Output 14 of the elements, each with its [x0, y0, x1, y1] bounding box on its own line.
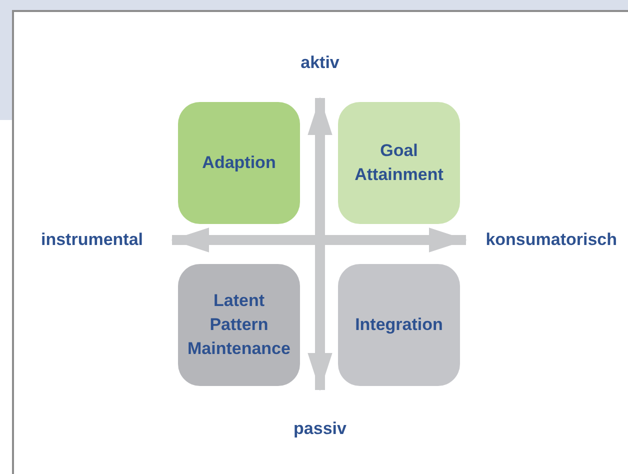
box-title: Integration	[355, 314, 443, 336]
axis-label: instrumental	[41, 229, 144, 251]
box-title: Adaption	[202, 152, 276, 174]
quadrant-box	[338, 264, 460, 386]
quadrant-box	[178, 102, 300, 224]
box-title: Latent Pattern Maintenance	[186, 290, 292, 360]
axis-label: passiv	[294, 418, 346, 440]
double-headed-arrow	[308, 97, 332, 391]
double-headed-arrow	[171, 228, 467, 252]
axis-label: konsumatorisch	[486, 229, 617, 251]
quadrant-box	[338, 102, 460, 224]
box-title: Goal Attainment	[354, 140, 444, 186]
quadrant-box	[178, 264, 300, 386]
axis-label: aktiv	[300, 52, 340, 74]
